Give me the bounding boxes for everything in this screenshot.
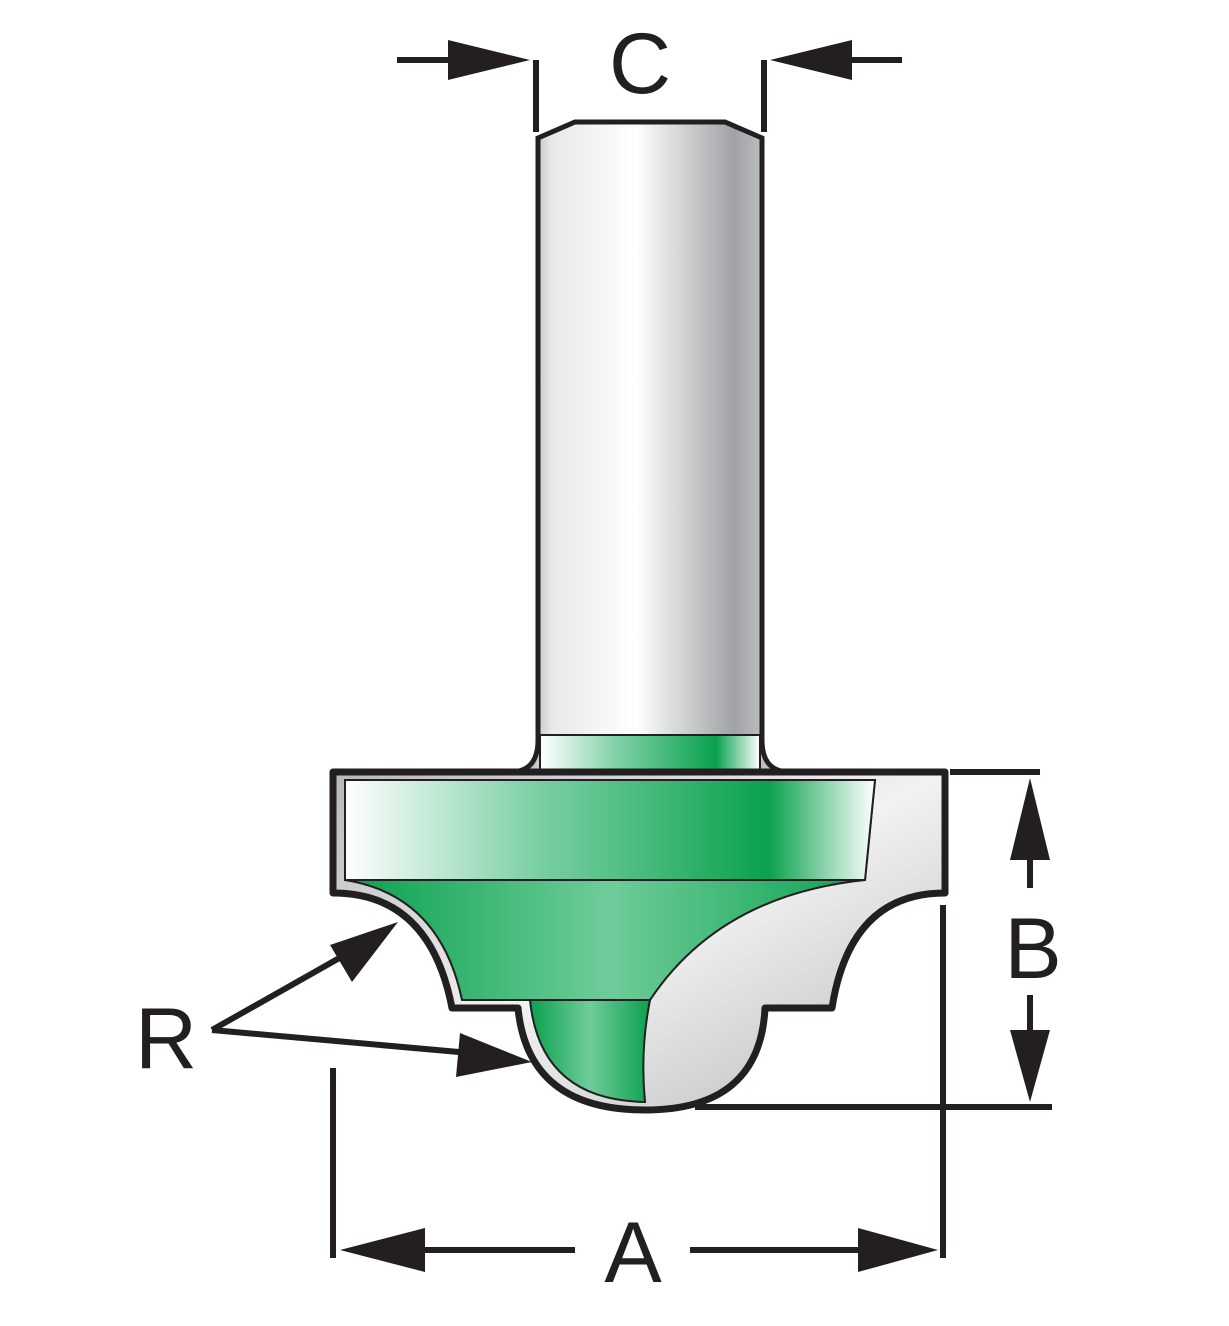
label-a: A xyxy=(604,1205,662,1301)
dimension-c xyxy=(397,40,902,132)
cutter-body xyxy=(329,768,949,1114)
label-c: C xyxy=(609,16,671,112)
label-r: R xyxy=(135,991,197,1087)
label-b: B xyxy=(1004,901,1061,997)
radius-leaders xyxy=(210,922,532,1077)
dimension-b xyxy=(695,769,1052,1110)
dimension-a xyxy=(330,905,946,1272)
shank xyxy=(509,119,791,775)
